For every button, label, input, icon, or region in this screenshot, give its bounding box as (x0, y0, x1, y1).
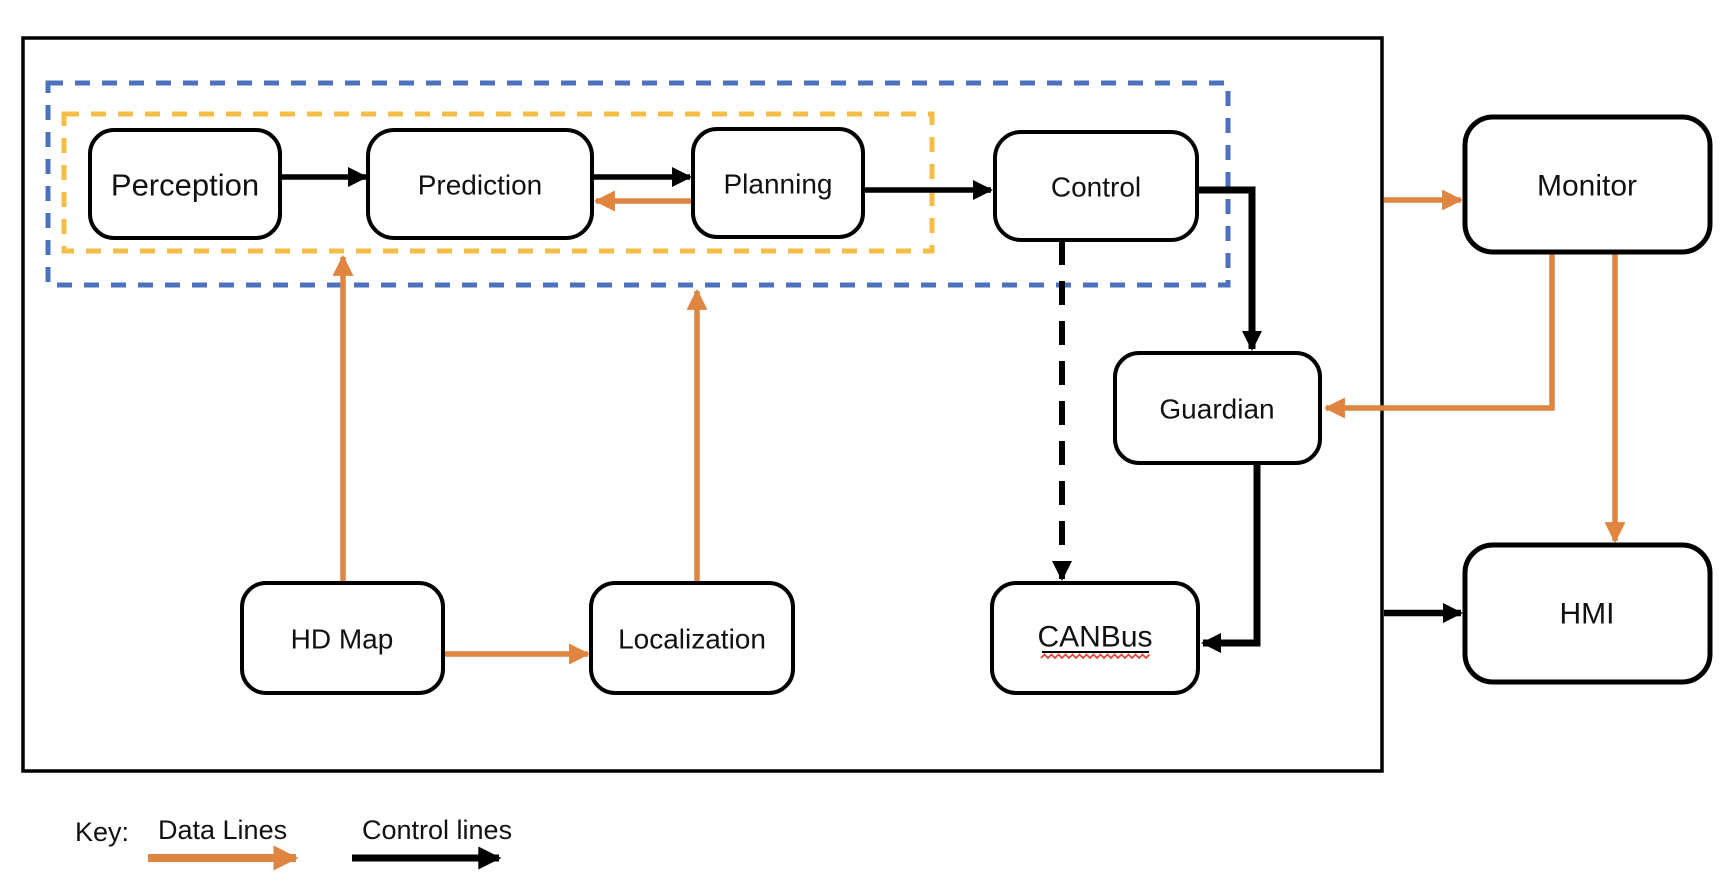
guardian-label: Guardian (1159, 394, 1274, 425)
legend-data-lines-label: Data Lines (158, 815, 287, 845)
node-canbus: CANBus (990, 581, 1200, 695)
prediction-box (366, 128, 594, 240)
prediction-label: Prediction (418, 170, 543, 201)
hd-map-box (240, 581, 445, 695)
localization-box (589, 581, 795, 695)
legend-key-label: Key: (75, 817, 129, 847)
edge-monitor-to-guardian (1323, 252, 1555, 419)
legend-control-lines-label: Control lines (362, 815, 512, 845)
hmi-box (1462, 542, 1713, 685)
canbus-label: CANBus (1037, 621, 1152, 654)
localization-label: Localization (618, 624, 766, 655)
perception-label: Perception (111, 168, 259, 203)
planning-label: Planning (724, 169, 833, 200)
system-boundary-box (21, 36, 1384, 773)
control-label: Control (1051, 172, 1141, 203)
node-guardian: Guardian (1113, 351, 1322, 465)
legend: Key: Data Lines Control lines (75, 815, 512, 871)
outer-group-outline-blue (45, 80, 1231, 288)
monitor-label: Monitor (1537, 170, 1637, 203)
monitor-box (1462, 114, 1713, 255)
edge-guardian-to-canbus (1201, 461, 1261, 653)
hd-map-label: HD Map (291, 624, 394, 655)
node-hmi: HMI (1462, 542, 1713, 685)
canbus-spellcheck-squiggle-icon (1040, 653, 1151, 660)
control-box (993, 130, 1199, 242)
canbus-box (990, 581, 1200, 695)
node-prediction: Prediction (366, 128, 594, 240)
inner-group-outline-gold (61, 111, 935, 254)
edge-control-to-guardian (1197, 186, 1262, 351)
node-perception: Perception (88, 128, 282, 240)
planning-box (691, 127, 865, 239)
perception-box (88, 128, 282, 240)
node-hd-map: HD Map (240, 581, 445, 695)
node-localization: Localization (589, 581, 795, 695)
node-control: Control (993, 130, 1199, 242)
hmi-label: HMI (1560, 598, 1615, 631)
guardian-box (1113, 351, 1322, 465)
node-planning: Planning (691, 127, 865, 239)
node-monitor: Monitor (1462, 114, 1713, 255)
